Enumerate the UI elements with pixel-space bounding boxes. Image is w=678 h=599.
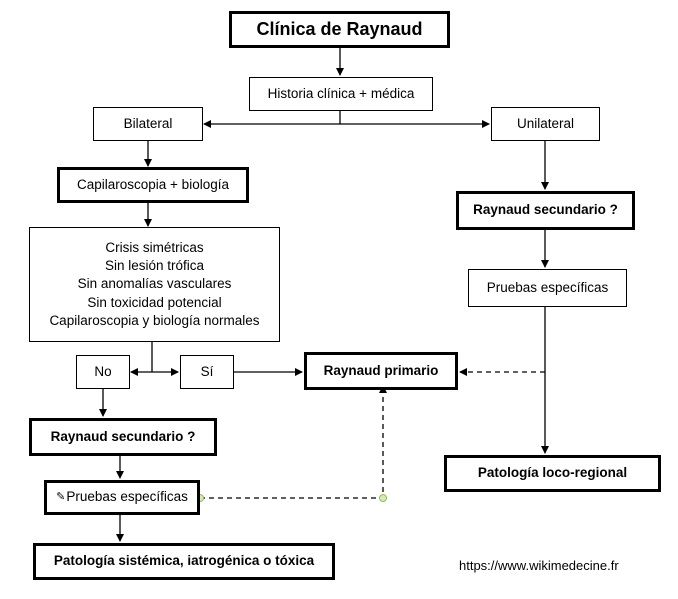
node-historia: Historia clínica + médica <box>249 77 433 111</box>
criteria-item: Sin anomalías vasculares <box>77 276 232 292</box>
node-patologia-loco: Patología loco-regional <box>444 455 661 492</box>
node-bilateral: Bilateral <box>93 107 203 141</box>
node-raynaud-primario: Raynaud primario <box>304 352 458 390</box>
criteria-item: Capilaroscopia y biología normales <box>49 312 260 328</box>
source-url: https://www.wikimedecine.fr <box>459 558 619 573</box>
node-raynaud-secundario-right: Raynaud secundario ? <box>456 191 635 230</box>
node-pruebas-right: Pruebas específicas <box>468 269 627 307</box>
node-raynaud-secundario-left: Raynaud secundario ? <box>29 418 217 456</box>
criteria-item: Sin lesión trófica <box>104 258 205 274</box>
node-no: No <box>76 355 130 389</box>
node-si: Sí <box>180 355 234 389</box>
criteria-item: Crisis simétricas <box>105 239 204 255</box>
dashed-arrow-left-primario <box>200 385 387 499</box>
connector-handle-end <box>379 494 387 502</box>
node-unilateral: Unilateral <box>491 107 600 141</box>
anchor-icon: ✎ <box>56 491 66 504</box>
node-patologia-sistemica: Patología sistémica, iatrogénica o tóxic… <box>33 543 335 580</box>
criteria-item: Sin toxicidad potencial <box>87 294 222 310</box>
title-box: Clínica de Raynaud <box>229 11 450 48</box>
pruebas-left-label: Pruebas específicas <box>66 489 188 505</box>
node-capilaroscopia: Capilaroscopia + biología <box>57 167 249 203</box>
node-pruebas-left: ✎ Pruebas específicas <box>44 480 200 515</box>
node-criteria: Crisis simétricas Sin lesión trófica Sin… <box>29 227 280 342</box>
